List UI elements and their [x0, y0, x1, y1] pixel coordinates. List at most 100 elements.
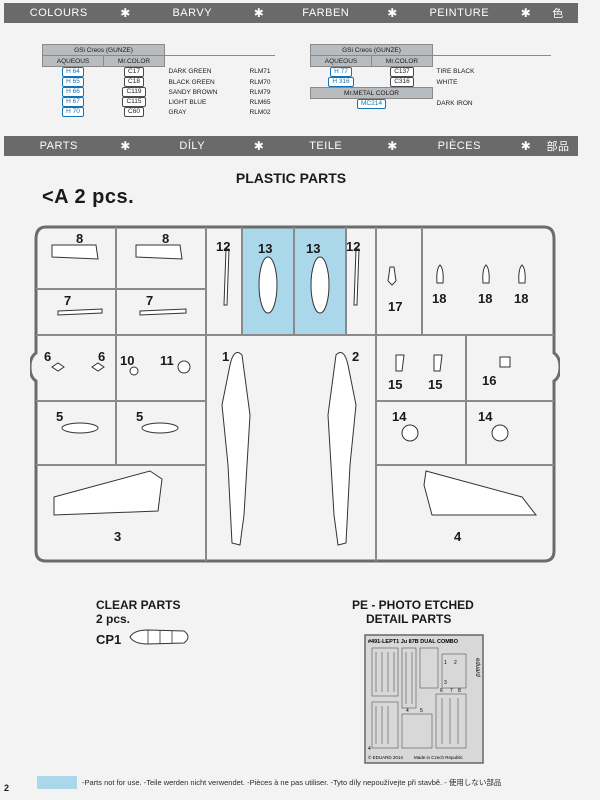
col-aqueous: AQUEOUS	[42, 55, 104, 67]
part-number: 8	[162, 231, 169, 246]
part-8-outline	[51, 244, 99, 260]
sprue-frame	[30, 225, 560, 563]
part-number: 4	[454, 529, 462, 544]
part-13-outline	[310, 256, 330, 314]
fret-footer-left: © EDUARD 2014	[368, 754, 403, 760]
color-name: DARK IRON	[436, 100, 473, 108]
fret-number: 7	[450, 688, 453, 694]
band-label-barvy: BARVY	[172, 7, 213, 19]
part-14-wheel-outline	[491, 424, 509, 442]
part-number: 10	[120, 353, 134, 368]
pe-title-line1: PE - PHOTO ETCHED	[352, 598, 474, 612]
band-label-pieces: PIÈCES	[437, 140, 481, 152]
part-number: 18	[432, 291, 446, 306]
aqueous-code: H 77	[330, 67, 352, 77]
part-number: 2	[352, 349, 359, 364]
part-number: 12	[346, 239, 360, 254]
part-number: 15	[388, 377, 402, 392]
part-number: 6	[98, 349, 105, 364]
band-label-teile: TEILE	[309, 140, 343, 152]
parts-header-band: PARTS ✱ DÍLY ✱ TEILE ✱ PIÈCES ✱ 部品	[4, 136, 578, 156]
color-name: DARK GREEN	[168, 68, 212, 76]
part-15-outline	[395, 354, 405, 372]
part-number: 13	[258, 241, 272, 256]
part-18-outline	[436, 264, 444, 284]
pe-title-line2: DETAIL PARTS	[366, 612, 452, 626]
part-number: 13	[306, 241, 320, 256]
fret-footer-right: Made in Czech Republic	[414, 755, 464, 760]
part-number: 14	[478, 409, 493, 424]
paint-row: H 70 C60 GRAY RLM02	[43, 107, 275, 117]
part-13-outline	[258, 256, 278, 314]
mrcolor-code: C60	[124, 107, 144, 117]
part-number: 14	[392, 409, 407, 424]
fret-number: 4	[406, 708, 409, 714]
aqueous-code: H 64	[62, 67, 84, 77]
sprue-runners	[36, 227, 554, 561]
rlm-code: RLM71	[249, 68, 271, 76]
part-number: 6	[44, 349, 51, 364]
part-number: 15	[428, 377, 442, 392]
col-mrcolor: Mr.COLOR	[371, 55, 433, 67]
clear-parts-title: CLEAR PARTS	[96, 598, 181, 612]
mrcolor-code: C119	[122, 87, 146, 97]
paint-row: H 66 C119 SANDY BROWN RLM79	[43, 87, 275, 97]
rlm-code: RLM79	[249, 88, 271, 96]
aqueous-code: H 66	[62, 87, 84, 97]
page-number: 2	[4, 783, 10, 793]
fret-number: 8	[458, 688, 461, 694]
paint-row: H 316 C316 WHITE	[311, 77, 552, 88]
part-number: 5	[56, 409, 63, 424]
paint-row: H 65 C18 BLACK GREEN RLM70	[43, 77, 275, 87]
part-number: 7	[64, 293, 71, 308]
band-label-colours: COLOURS	[29, 7, 88, 19]
paint-row: H 64 C17 DARK GREEN RLM71	[43, 67, 275, 77]
part-number: 7	[146, 293, 153, 308]
part-11-outline	[177, 360, 191, 374]
aqueous-code: H 316	[328, 77, 354, 87]
paint-row: H 77 C137 TIRE BLACK	[311, 67, 552, 77]
aqueous-code: H 70	[62, 107, 84, 117]
band-label-dily: DÍLY	[179, 140, 206, 152]
fret-number: 2	[454, 660, 457, 666]
part-3-wing-outline	[53, 470, 163, 516]
unused-parts-swatch	[37, 776, 77, 789]
sprue-a-label: <A 2 pcs.	[42, 186, 135, 208]
part-5-outline	[141, 422, 179, 434]
part-number: 12	[216, 239, 230, 254]
fret-number: 4	[368, 746, 371, 752]
rlm-code: RLM70	[249, 78, 271, 86]
metal-color-header: Mr.METAL COLOR	[310, 87, 433, 99]
fret-label: #491-LEPT1 Ju 87B DUAL COMBO	[368, 639, 459, 645]
part-number: 8	[76, 231, 83, 246]
part-14-wheel-outline	[401, 424, 419, 442]
star-icon: ✱	[253, 139, 265, 153]
cp1-label: CP1	[96, 632, 122, 647]
col-aqueous: AQUEOUS	[310, 55, 372, 67]
star-icon: ✱	[520, 139, 532, 153]
paint-table-left: GSi Creos (GUNZE) AQUEOUS Mr.COLOR H 64 …	[42, 44, 275, 117]
mrcolor-code: C18	[124, 77, 144, 87]
sprue-a-diagram: 8 8 7 7 6 6 10 11 5 5 3 12 13 13 12 1 2 …	[30, 225, 560, 563]
paint-table-header: GSi Creos (GUNZE)	[42, 44, 165, 56]
pe-fret-drawing: #491-LEPT1 Ju 87B DUAL COMBO eduard 1 2 …	[364, 634, 484, 764]
fret-parts	[371, 647, 467, 749]
metal-code: MC214	[357, 99, 386, 109]
mrcolor-code: C137	[390, 67, 414, 77]
colours-header-band: COLOURS ✱ BARVY ✱ FARBEN ✱ PEINTURE ✱ 色	[4, 3, 578, 23]
part-7-outline	[57, 308, 103, 316]
part-18-outline	[518, 264, 526, 284]
star-icon: ✱	[120, 6, 131, 20]
part-4-wing-outline	[423, 470, 538, 516]
part-10-outline	[129, 366, 139, 376]
band-label-parts: PARTS	[39, 140, 78, 152]
star-icon: ✱	[253, 6, 265, 20]
part-16-outline	[499, 356, 511, 368]
mrcolor-code: C17	[124, 67, 144, 77]
color-name: TIRE BLACK	[436, 68, 475, 76]
part-number: 5	[136, 409, 143, 424]
fret-number: 5	[420, 708, 423, 714]
part-2-fuselage-outline	[327, 352, 357, 546]
star-icon: ✱	[120, 139, 131, 153]
part-15-outline	[433, 354, 443, 372]
